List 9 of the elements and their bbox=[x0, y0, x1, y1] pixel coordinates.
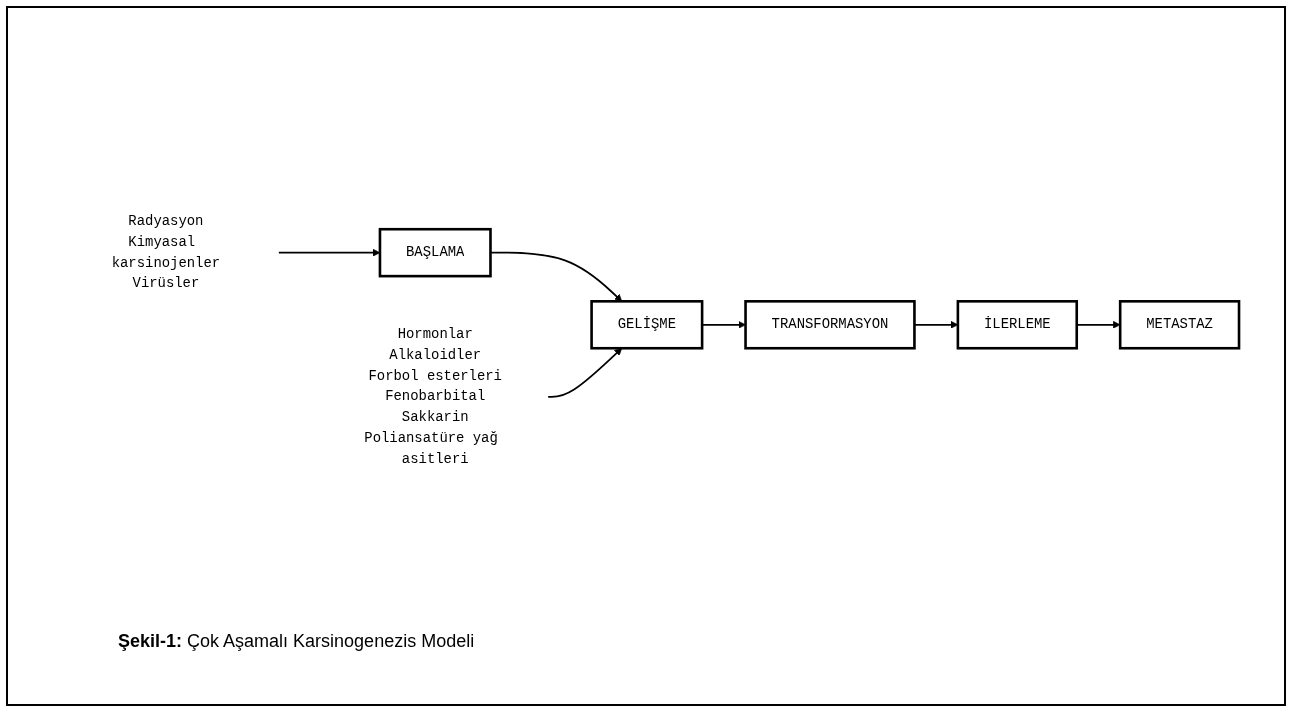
node-box bbox=[378, 228, 492, 278]
figure-caption: Şekil-1: Çok Aşamalı Karsinogenezis Modeli bbox=[118, 630, 475, 652]
node-box bbox=[590, 300, 704, 350]
node-box bbox=[744, 300, 916, 350]
node-text: Hormonlar Alkaloidler Forbol esterleri Fenobarbital Sakkarin Poliansatüre yağ asitleri bbox=[364, 326, 502, 468]
node-box bbox=[956, 300, 1079, 350]
node-text: Radyasyon Kimyasal karsinojenler Virüsler bbox=[111, 213, 221, 292]
frame-border: Radyasyon Kimyasal karsinojenler Virüsler BAŞLAMA GELİŞME TRANSFORMASYON İLERLEME METASTAZ Hormonlar Alkaloidler Forbol esterleri Fenobarbital Sakkarin Poliansatüre yağ asitleri Şekil-1: Çok Aşamalı Karsinogenezis Modeli bbox=[6, 6, 1286, 706]
node-box bbox=[1118, 300, 1241, 350]
